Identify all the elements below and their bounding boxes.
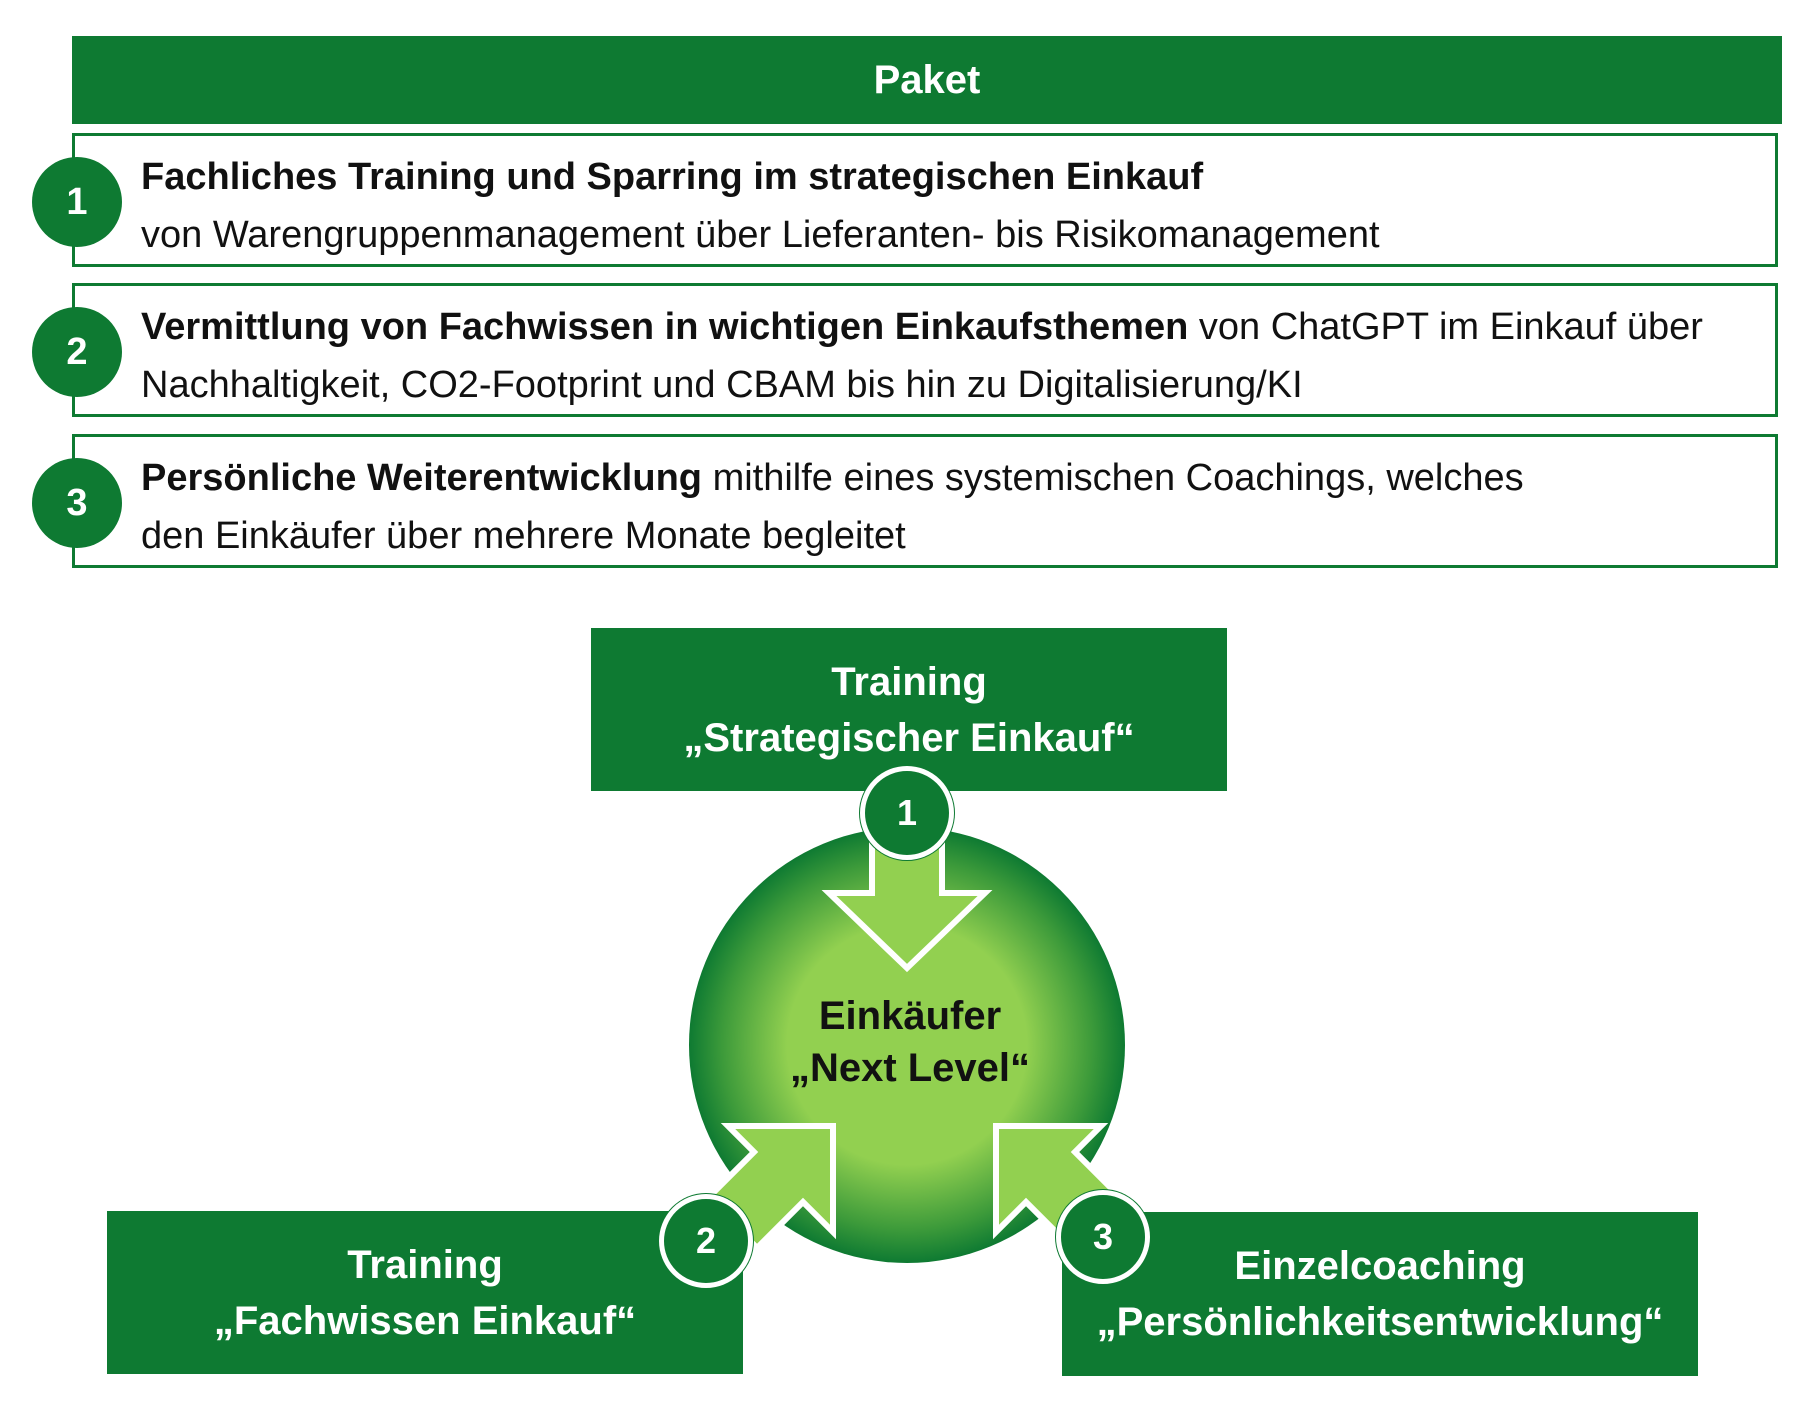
- box-2-line1: Training: [347, 1242, 503, 1287]
- badge-1-label: 1: [896, 792, 918, 833]
- center-label-line1: Einkäufer: [818, 994, 1002, 1038]
- badge-3-label: 3: [1092, 1216, 1114, 1257]
- box-2-line2: „Fachwissen Einkauf“: [213, 1298, 637, 1343]
- package-header: Paket: [72, 36, 1782, 124]
- package-item-2-text: Vermittlung von Fachwissen in wichtigen …: [141, 298, 1761, 414]
- box-1-line1: Training: [831, 659, 987, 704]
- badge-3: 3: [1056, 1190, 1150, 1284]
- box-1-line2: „Strategischer Einkauf“: [683, 715, 1135, 760]
- box-fachwissen-einkauf: Training „Fachwissen Einkauf“: [107, 1211, 743, 1374]
- package-item-1-number: 1: [32, 157, 122, 247]
- package-item-2-desc: von ChatGPT im Einkauf über Nachhaltigke…: [141, 306, 1703, 406]
- box-strategischer-einkauf: Training „Strategischer Einkauf“: [591, 628, 1227, 791]
- center-label: Einkäufer „Next Level“: [760, 990, 1060, 1094]
- badge-1: 1: [860, 766, 954, 860]
- package-item-1-number-label: 1: [66, 180, 88, 223]
- package-item-2-bold: Vermittlung von Fachwissen in wichtigen …: [141, 306, 1189, 348]
- package-item-1: Fachliches Training und Sparring im stra…: [72, 133, 1778, 267]
- box-3-line2: „Persönlichkeitsentwicklung“: [1096, 1300, 1664, 1344]
- package-header-title: Paket: [873, 57, 981, 102]
- package-item-1-bold: Fachliches Training und Sparring im stra…: [141, 156, 1204, 198]
- badge-2: 2: [659, 1194, 753, 1288]
- package-item-3-desc: mithilfe eines systemischen Coachings, w…: [141, 457, 1524, 557]
- badge-2-label: 2: [695, 1220, 717, 1261]
- package-item-2-number-label: 2: [66, 330, 88, 373]
- center-label-line2: „Next Level“: [789, 1046, 1031, 1090]
- package-item-2: Vermittlung von Fachwissen in wichtigen …: [72, 283, 1778, 417]
- package-item-3-number: 3: [32, 458, 122, 548]
- package-item-3-bold: Persönliche Weiterentwicklung: [141, 457, 703, 499]
- box-3-line1: Einzelcoaching: [1234, 1244, 1526, 1288]
- package-item-1-desc: von Warengruppenmanagement über Lieferan…: [141, 214, 1380, 256]
- package-item-3: Persönliche Weiterentwicklung mithilfe e…: [72, 434, 1778, 568]
- package-item-3-number-label: 3: [66, 481, 88, 524]
- package-item-3-text: Persönliche Weiterentwicklung mithilfe e…: [141, 449, 1561, 565]
- package-item-2-number: 2: [32, 307, 122, 397]
- package-item-1-text: Fachliches Training und Sparring im stra…: [141, 148, 1755, 264]
- box-persoenlichkeitsentwicklung: Einzelcoaching „Persönlichkeitsentwicklu…: [1062, 1212, 1698, 1376]
